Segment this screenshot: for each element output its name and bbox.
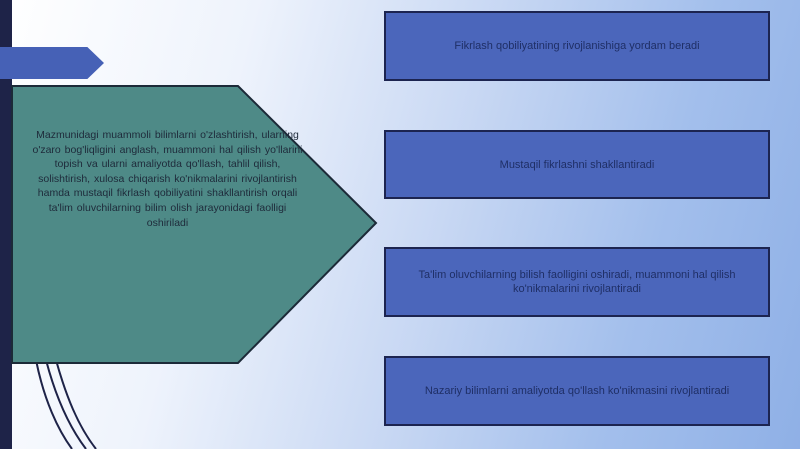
box-2-text: Mustaqil fikrlashni shakllantiradi — [499, 158, 655, 171]
arrow-body-text: Mazmunidagi muammoli bilimlarni o'zlasht… — [32, 129, 303, 229]
box-2: Mustaqil fikrlashni shakllantiradi — [384, 130, 770, 199]
title-tab-arrow — [0, 47, 104, 79]
box-3-text: Ta'lim oluvchilarning bilish faolligini … — [418, 269, 736, 295]
box-1-text: Fikrlash qobiliyatining rivojlanishiga y… — [454, 40, 700, 52]
box-1: Fikrlash qobiliyatining rivojlanishiga y… — [384, 11, 770, 81]
box-4: Nazariy bilimlarni amaliyotda qo'llash k… — [384, 356, 770, 426]
box-3: Ta'lim oluvchilarning bilish faolligini … — [384, 247, 770, 317]
left-accent-bar — [0, 0, 12, 449]
box-4-text: Nazariy bilimlarni amaliyotda qo'llash k… — [424, 385, 730, 397]
pentagon-arrow-shape — [11, 85, 378, 364]
